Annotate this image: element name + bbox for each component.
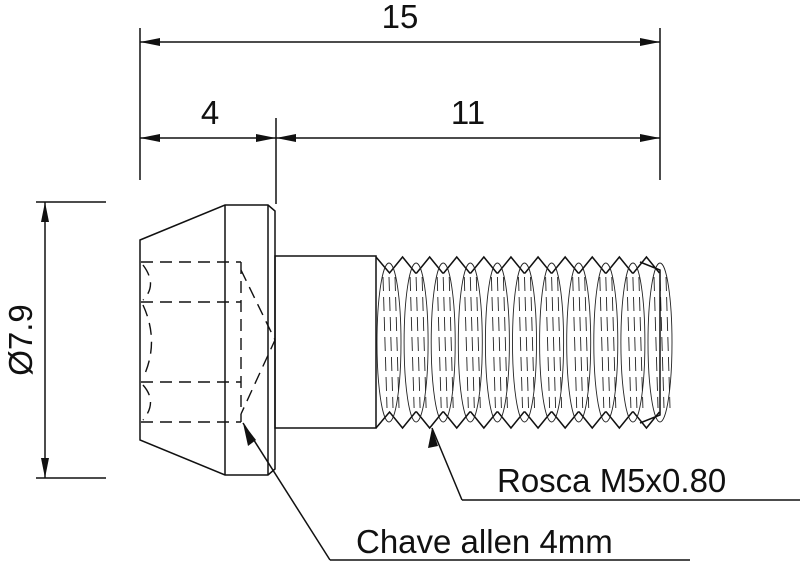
thread-helix — [566, 262, 592, 423]
thread-helix — [484, 262, 510, 423]
thread-hatch — [469, 276, 475, 409]
thread-hatch — [524, 276, 529, 409]
thread-hatch — [448, 276, 454, 409]
thread-hatch — [632, 276, 638, 409]
thread-hatch — [409, 276, 415, 409]
thread-hatch — [611, 276, 617, 409]
drive-spec-label: Chave allen 4mm — [356, 523, 613, 560]
thread-hatch — [496, 276, 502, 409]
screw-shank — [274, 255, 377, 429]
dimension-thread: 11 — [276, 94, 660, 142]
screw-head — [139, 204, 276, 476]
thread-hatch — [502, 276, 508, 409]
thread-helix — [647, 262, 673, 423]
dimension-diameter: Ø7.9 — [2, 202, 49, 478]
thread-profile — [375, 255, 661, 275]
thread-helix — [376, 262, 402, 423]
thread-hatch — [605, 276, 611, 409]
thread-helix — [457, 262, 483, 423]
thread-hatch — [665, 276, 671, 409]
thread-hatch — [638, 276, 644, 409]
thread-hatch — [578, 276, 584, 409]
thread-spec-label: Rosca M5x0.80 — [497, 462, 726, 499]
thread-hatch — [518, 276, 523, 409]
thread-hatch — [490, 276, 496, 409]
thread-hatch — [436, 276, 442, 409]
thread-profile — [375, 410, 661, 430]
drive-callout: Chave allen 4mm — [242, 422, 690, 561]
thread-hatch — [626, 276, 632, 409]
extension-lines — [36, 28, 661, 479]
thread-hatch — [463, 276, 469, 409]
thread-helix — [620, 262, 646, 423]
screw-threads — [375, 255, 673, 430]
thread-hatch — [421, 276, 427, 409]
dim-4-label: 4 — [201, 94, 219, 131]
thread-helix — [539, 262, 565, 423]
dimension-head: 4 — [140, 94, 276, 142]
thread-helix — [512, 262, 537, 423]
thread-hatch — [584, 276, 590, 409]
thread-hatch — [653, 276, 659, 409]
thread-helix — [430, 262, 456, 423]
thread-hatch — [394, 276, 400, 409]
thread-hatch — [557, 276, 563, 409]
thread-end-chamfer — [639, 261, 661, 424]
dim-15-label: 15 — [382, 0, 419, 35]
thread-hatch — [599, 276, 605, 409]
thread-helix — [593, 262, 619, 423]
thread-hatch — [382, 276, 388, 409]
thread-hatch — [545, 276, 551, 409]
hex-socket-hidden-lines — [141, 261, 276, 423]
dim-diameter-label: Ø7.9 — [2, 304, 39, 376]
thread-hatch — [388, 276, 394, 409]
dimension-overall: 15 — [140, 0, 660, 46]
thread-hatch — [551, 276, 557, 409]
thread-hatch — [415, 276, 421, 409]
dim-11-label: 11 — [451, 94, 485, 131]
thread-callout: Rosca M5x0.80 — [428, 427, 800, 501]
thread-hatch — [475, 276, 481, 409]
thread-hatch — [442, 276, 448, 409]
thread-helix — [403, 262, 429, 423]
thread-hatch — [572, 276, 578, 409]
thread-hatch — [530, 276, 535, 409]
